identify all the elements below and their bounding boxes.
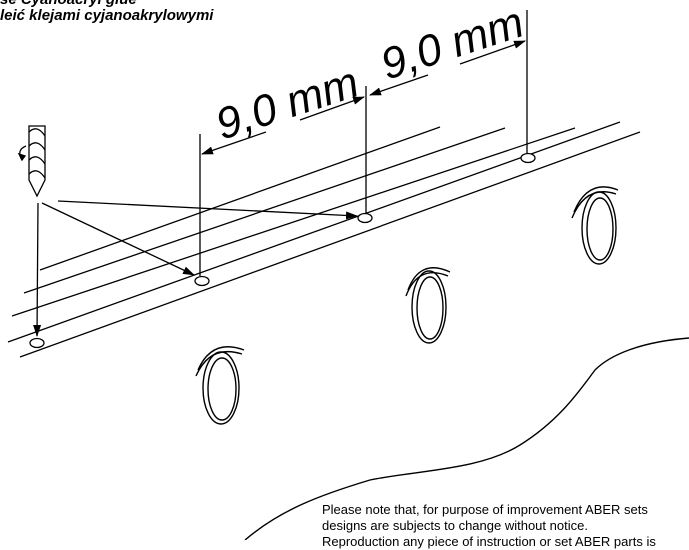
- pointer-arrow-2: [41, 202, 195, 276]
- rail-line-2: [23, 127, 506, 294]
- instruction-heading-pl: leić klejami cyjanoakrylowymi: [0, 7, 214, 24]
- dimension-label-right: 9,0 mm: [375, 0, 530, 90]
- porthole-1: [195, 346, 245, 425]
- porthole-3: [571, 186, 619, 265]
- dimension-arrow-mid-right: [369, 74, 429, 96]
- disclaimer-note: Please note that, for purpose of improve…: [322, 502, 689, 550]
- porthole-2: [405, 267, 451, 344]
- disclaimer-line-3: Reproduction any piece of instruction or…: [322, 534, 656, 549]
- portholes: [195, 186, 619, 425]
- pointer-arrows: [33, 200, 358, 337]
- dimension-label-left: 9,0 mm: [210, 58, 365, 150]
- dimension-arrow-mid-left: [299, 96, 365, 121]
- disclaimer-line-1: Please note that, for purpose of improve…: [322, 502, 648, 517]
- dimension-arrow-left: [201, 131, 267, 155]
- dimension-arrow-right: [459, 40, 526, 65]
- rail-line-4: [7, 121, 621, 343]
- drill-hole-4: [520, 152, 536, 164]
- drill-hole-3: [357, 212, 373, 224]
- disclaimer-line-2: designs are subjects to change without n…: [322, 518, 588, 533]
- drill-holes: [29, 152, 536, 349]
- pointer-arrow-1: [33, 202, 42, 337]
- dimension-extension-lines: [199, 10, 528, 276]
- drill-hole-1: [29, 337, 45, 349]
- drill-hole-2: [194, 275, 210, 287]
- rail-line-3: [11, 127, 576, 317]
- hull-rail-lines: [7, 121, 641, 358]
- rail-line-5: [19, 131, 641, 358]
- rail-line-1: [39, 126, 441, 271]
- pointer-arrow-3: [57, 200, 358, 220]
- drill-bit-icon: [17, 125, 46, 198]
- dimension-arrows: [201, 40, 526, 155]
- break-line: [244, 337, 689, 540]
- instruction-heading-en: se Cyanoacryl glue: [0, 0, 137, 8]
